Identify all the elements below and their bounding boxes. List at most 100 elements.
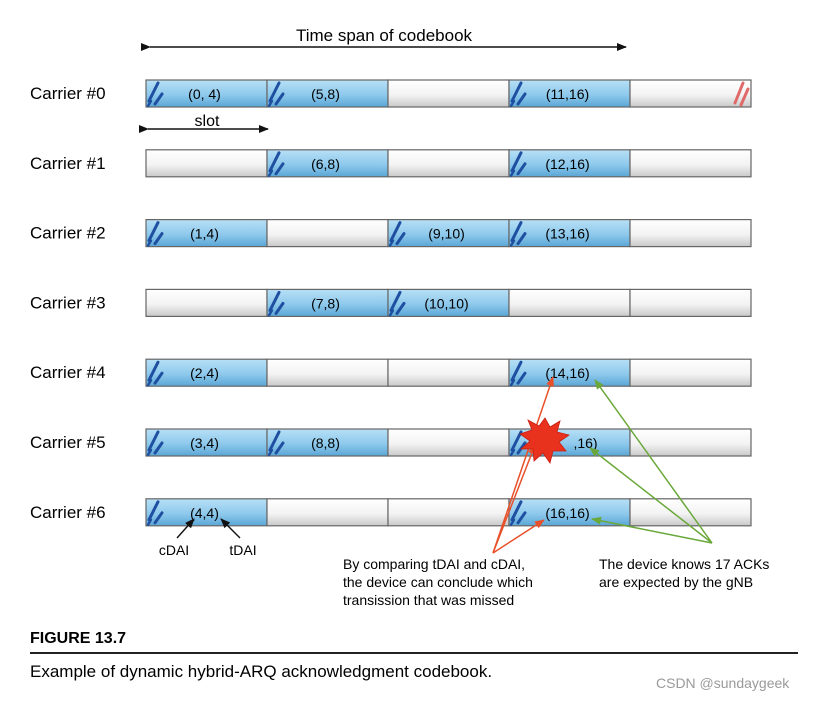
slot-cell [508, 288, 631, 317]
slot-cell: (8,8) [266, 428, 389, 457]
figure-caption: Example of dynamic hybrid-ARQ acknowledg… [30, 662, 492, 681]
cell-label: (14,16) [545, 365, 589, 381]
slot-label: slot [195, 113, 220, 130]
stripe-icon [509, 81, 527, 108]
carrier-row: Carrier #2 (1,4) (9,10) (13,16) [30, 219, 752, 248]
slot-cell [266, 498, 389, 527]
cell-label: (4,4) [190, 505, 219, 521]
slot-cell: (4,4) [145, 498, 268, 527]
stripe-icon [509, 430, 527, 457]
slot-cell: (3,4) [145, 428, 268, 457]
carrier-label: Carrier #4 [30, 363, 106, 382]
annotation-right-line-1: The device knows 17 ACKs [599, 556, 769, 572]
carrier-label: Carrier #6 [30, 503, 106, 522]
stripe-icon [146, 360, 164, 387]
slot-cell [629, 149, 752, 178]
missed-stripe-icon [733, 81, 750, 107]
slot-cell [266, 358, 389, 387]
slot-cell [629, 428, 752, 457]
slot-cell [387, 428, 510, 457]
slot-cell [266, 219, 389, 248]
cell-label: ,16) [573, 435, 597, 451]
cell-label: (10,10) [424, 295, 468, 311]
slot-cell: (16,16) [508, 498, 631, 527]
slot-cell [387, 498, 510, 527]
green-arrow-to-15-16 [589, 447, 713, 544]
cell-label: (16,16) [545, 505, 589, 521]
cell-label: (7,8) [311, 295, 340, 311]
slot-cell [145, 288, 268, 317]
stripe-icon [267, 430, 285, 457]
annotation-left-line-2: the device can conclude which [343, 574, 533, 590]
stripe-icon [509, 360, 527, 387]
stripe-icon [388, 221, 406, 247]
stripe-icon [267, 81, 285, 108]
red-arrow-to-16-16 [492, 519, 545, 554]
stripe-icon [267, 151, 285, 177]
stripe-icon [509, 500, 527, 526]
carrier-row: Carrier #0 (0, 4) (5,8) (11,16) [30, 79, 752, 108]
cdai-label: cDAI [159, 542, 189, 558]
slot-cell: (13,16) [508, 219, 631, 248]
carrier-row: Carrier #4 (2,4) (14,16) [30, 358, 752, 387]
slot-cell [387, 149, 510, 178]
slot-cell [629, 358, 752, 387]
slot-cell: (2,4) [145, 358, 268, 387]
cell-label: (9,10) [428, 226, 465, 242]
annotation-right-line-2: are expected by the gNB [599, 574, 753, 590]
cell-label: (11,16) [546, 86, 589, 102]
slot-cell [629, 219, 752, 248]
annotation-left-line-1: By comparing tDAI and cDAI, [343, 556, 525, 572]
carrier-label: Carrier #0 [30, 84, 106, 103]
carrier-rows: Carrier #0 (0, 4) (5,8) (11,16) Carrier #1 (6… [30, 79, 752, 527]
carrier-label: Carrier #2 [30, 224, 106, 243]
slot-cell [387, 358, 510, 387]
stripe-icon [146, 221, 164, 247]
cell-label: (12,16) [545, 156, 589, 172]
carrier-row: Carrier #5 (3,4) (8,8) ,16) [30, 428, 752, 457]
stripe-icon [267, 290, 285, 317]
carrier-row: Carrier #3 (7,8) (10,10) [30, 288, 752, 317]
slot-cell: (0, 4) [145, 79, 268, 108]
time-span-title: Time span of codebook [296, 26, 473, 45]
red-arrow-to-15-16 [492, 444, 536, 554]
stripe-icon [509, 221, 527, 247]
cell-label: (8,8) [311, 435, 340, 451]
annotation-left-line-3: transission that was missed [343, 592, 514, 608]
stripe-icon [509, 151, 527, 177]
carrier-row: Carrier #1 (6,8) (12,16) [30, 149, 752, 178]
slot-cell: (9,10) [387, 219, 510, 248]
slot-cell: (1,4) [145, 219, 268, 248]
cell-label: (2,4) [190, 365, 219, 381]
watermark: CSDN @sundaygeek [656, 675, 790, 691]
slot-cell: (14,16) [508, 358, 631, 387]
green-arrow-to-14-16 [594, 379, 713, 544]
slot-cell: (7,8) [266, 288, 389, 317]
carrier-label: Carrier #3 [30, 293, 106, 312]
slot-cell [629, 79, 752, 108]
slot-cell [629, 288, 752, 317]
slot-cell: (10,10) [387, 288, 510, 317]
carrier-label: Carrier #1 [30, 154, 106, 173]
slot-cell: (11,16) [508, 79, 631, 108]
cdai-arrow [176, 518, 195, 539]
slot-cell [387, 79, 510, 108]
cell-label: (0, 4) [188, 86, 221, 102]
missed-burst-icon [519, 417, 570, 464]
stripe-icon [146, 430, 164, 457]
cell-label: (5,8) [311, 86, 340, 102]
carrier-row: Carrier #6 (4,4) (16,16) [30, 498, 752, 527]
slot-cell: (12,16) [508, 149, 631, 178]
slot-cell: (6,8) [266, 149, 389, 178]
green-arrow-to-16-16 [591, 516, 713, 544]
carrier-label: Carrier #5 [30, 433, 106, 452]
stripe-icon [146, 81, 164, 108]
tdai-arrow [220, 518, 241, 539]
cell-label: (1,4) [190, 226, 219, 242]
stripe-icon [146, 500, 164, 526]
cell-label: (3,4) [190, 435, 219, 451]
figure-label: FIGURE 13.7 [30, 630, 126, 647]
cell-label: (13,16) [545, 226, 589, 242]
cell-label: (6,8) [311, 156, 340, 172]
